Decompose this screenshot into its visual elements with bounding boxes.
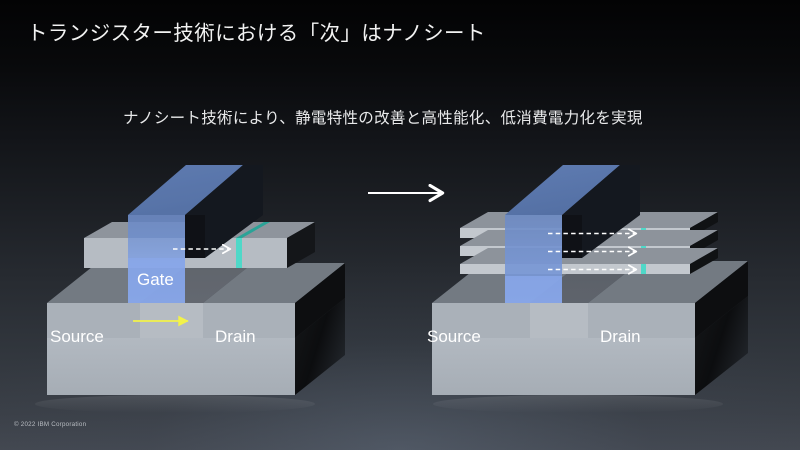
gate-top-slab xyxy=(505,165,620,215)
drain-block-front xyxy=(588,303,695,338)
gate-glass-sheen xyxy=(128,165,243,215)
diagram-finfet[interactable]: Source Drain Gate xyxy=(35,165,345,413)
label-gate: Gate xyxy=(137,270,174,289)
label-source: Source xyxy=(427,327,481,346)
label-source: Source xyxy=(50,327,104,346)
substrate-front-face xyxy=(432,338,695,395)
gate-body-side xyxy=(185,215,205,258)
gate-body-side xyxy=(562,215,582,258)
drain-block-top xyxy=(203,263,345,303)
gate-lower-front xyxy=(128,258,185,303)
drain-block-front xyxy=(203,303,295,338)
source-block-front xyxy=(47,303,140,338)
fin-right-face xyxy=(287,222,315,268)
floor-reflection xyxy=(433,395,723,413)
label-drain: Drain xyxy=(600,327,641,346)
source-block-front xyxy=(432,303,530,338)
junction-edge-teal xyxy=(236,238,242,268)
floor-reflection xyxy=(35,395,315,413)
diagram-nanosheet[interactable]: Source Drain xyxy=(427,165,748,413)
page-subtitle: ナノシート技術により、静電特性の改善と高性能化、低消費電力化を実現 xyxy=(123,110,643,127)
page-title: トランジスター技術における「次」はナノシート xyxy=(27,22,486,45)
substrate-side-face xyxy=(295,298,345,395)
substrate-upper-side xyxy=(695,261,748,338)
substrate-front-face xyxy=(47,338,295,395)
substrate-side-face xyxy=(695,296,748,395)
gate-over-sheets xyxy=(505,215,562,276)
substrate-upper-side xyxy=(295,263,345,338)
copyright-footer: © 2022 IBM Corporation xyxy=(14,421,87,428)
gate-lower-front xyxy=(505,276,562,303)
junction-edge-teal xyxy=(641,264,646,274)
channel-front xyxy=(530,303,588,338)
gate-top-slab xyxy=(128,165,243,215)
sheet-right-face xyxy=(690,248,718,274)
label-drain: Drain xyxy=(215,327,256,346)
junction-edge-top xyxy=(236,222,270,238)
gate-over-fin xyxy=(128,215,185,238)
